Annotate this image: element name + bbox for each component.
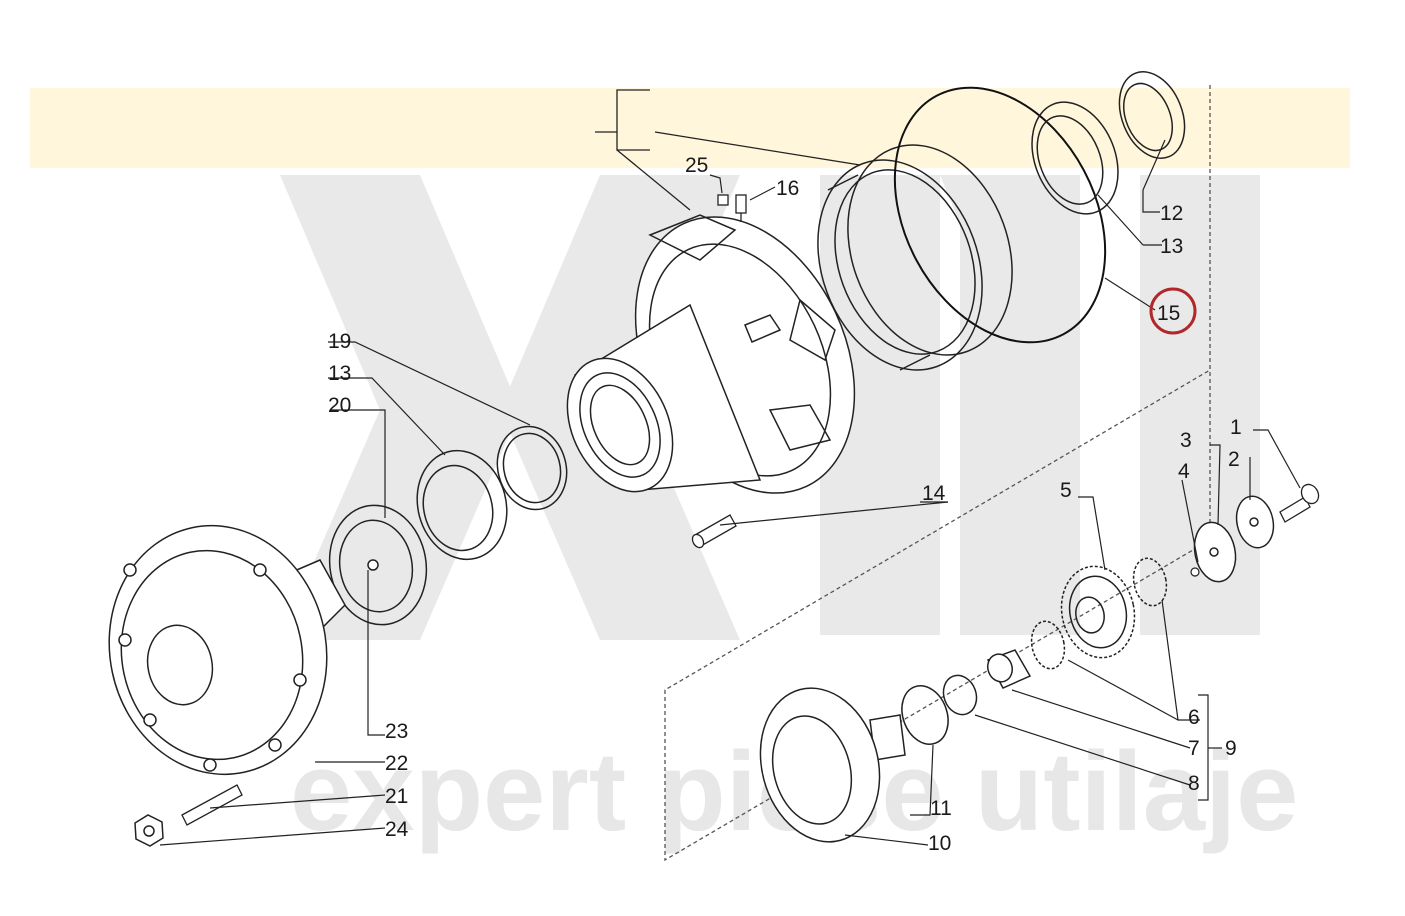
snap-ring-8 [942, 674, 978, 716]
label-part-14: 14 [922, 482, 946, 505]
label-part-3: 3 [1180, 429, 1192, 452]
label-part-21: 21 [385, 785, 408, 808]
plate-3 [1193, 521, 1237, 583]
seal-20 [328, 504, 428, 626]
bolt-14 [691, 514, 737, 549]
label-part-8: 8 [1188, 772, 1200, 795]
bearing-13-upper [1031, 101, 1119, 215]
label-part-11: 11 [930, 797, 952, 820]
o-ring-15 [893, 86, 1107, 344]
part-labels: 12 13 15 25 16 19 13 20 14 23 22 21 24 1… [328, 154, 1242, 855]
bearing-13-lower [416, 449, 508, 561]
ring-gear [817, 144, 1013, 371]
label-part-25: 25 [685, 154, 708, 177]
stud-21 [181, 784, 243, 826]
ring-19 [496, 425, 568, 511]
label-part-12: 12 [1160, 202, 1183, 225]
label-part-6: 6 [1188, 706, 1200, 729]
assembly-outline [664, 85, 1211, 862]
bushing-7 [986, 649, 1032, 689]
label-part-2: 2 [1228, 448, 1240, 471]
label-part-10: 10 [928, 832, 951, 855]
label-part-4: 4 [1178, 460, 1190, 483]
watermark-band [30, 88, 1350, 168]
leader-lines [159, 139, 1301, 846]
label-part-24: 24 [385, 818, 409, 841]
label-part-9: 9 [1225, 737, 1237, 760]
highlight-ring-part-15 [1149, 287, 1197, 335]
bolt-1 [1279, 483, 1320, 523]
fittings [717, 194, 747, 222]
label-part-1: 1 [1230, 416, 1242, 439]
label-part-7: 7 [1188, 737, 1200, 760]
label-part-16: 16 [776, 177, 799, 200]
wheel-hub [108, 524, 346, 776]
label-part-23: 23 [385, 720, 408, 743]
label-part-22: 22 [385, 752, 408, 775]
label-part-5: 5 [1060, 479, 1072, 502]
gear-5 [1060, 565, 1136, 659]
label-part-15: 15 [1157, 302, 1180, 325]
hub-housing [566, 214, 856, 494]
label-part-19: 19 [328, 330, 351, 353]
top-bracket [595, 89, 861, 211]
label-part-20: 20 [328, 394, 351, 417]
label-part-13-upper: 13 [1160, 235, 1183, 258]
label-part-13-lower: 13 [328, 362, 351, 385]
sun-gear-10 [759, 687, 906, 843]
nut-24 [134, 814, 164, 847]
snap-ring-11 [901, 685, 949, 745]
planet-gear-6 [1030, 557, 1168, 670]
pin-4 [1190, 567, 1200, 577]
